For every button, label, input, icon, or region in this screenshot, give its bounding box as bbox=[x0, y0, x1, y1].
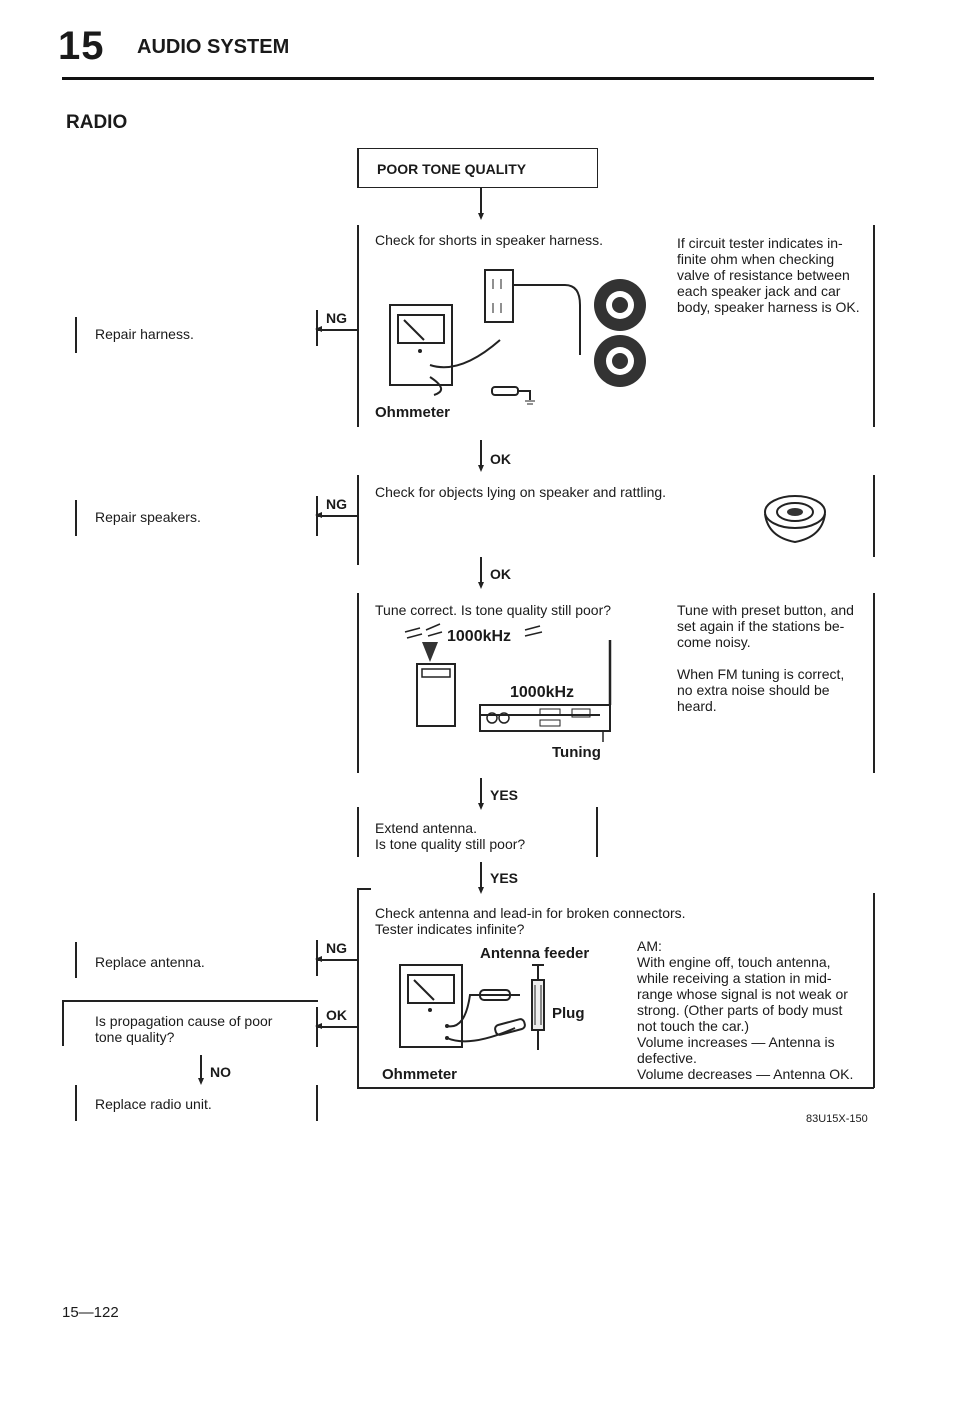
page-number: 15—122 bbox=[62, 1304, 119, 1321]
step3-bracket-left bbox=[357, 593, 359, 773]
start-box-label: POOR TONE QUALITY bbox=[377, 161, 527, 177]
ok1-label: OK bbox=[490, 451, 511, 467]
replace-antenna-bracket bbox=[75, 942, 77, 978]
ng1-connector bbox=[318, 329, 358, 331]
yes1-arrow bbox=[478, 803, 484, 810]
ok2-label: OK bbox=[490, 566, 511, 582]
ohmmeter-speaker-diagram bbox=[389, 269, 646, 405]
step5-ok-label: OK bbox=[326, 1007, 347, 1023]
ng3-bracket bbox=[316, 940, 318, 976]
step1-bracket-right bbox=[873, 225, 875, 427]
ng2-connector bbox=[318, 515, 358, 517]
propagation-box-top bbox=[62, 1000, 318, 1002]
step5-bracket-left bbox=[357, 888, 359, 1088]
step3-bracket-right bbox=[873, 593, 875, 773]
step5-ng-label: NG bbox=[326, 940, 347, 956]
repair-speakers-text: Repair speakers. bbox=[95, 509, 201, 525]
ok2-arrow bbox=[478, 582, 484, 589]
step1-ng-label: NG bbox=[326, 310, 347, 326]
no-arrow bbox=[198, 1078, 204, 1085]
replace-radio-bracket-left bbox=[75, 1085, 77, 1121]
ng2-bracket bbox=[316, 496, 318, 536]
step2-text: Check for objects lying on speaker and r… bbox=[375, 484, 667, 500]
yes1-label: YES bbox=[490, 787, 519, 803]
ok2-line bbox=[480, 557, 482, 583]
step4-bracket-right bbox=[596, 807, 598, 857]
flow-arrow bbox=[480, 188, 482, 214]
step5-tool-label: Ohmmeter bbox=[382, 1066, 458, 1083]
yes2-label: YES bbox=[490, 870, 519, 886]
step2-bracket-left bbox=[357, 475, 359, 565]
chapter-number: 15 bbox=[58, 24, 105, 68]
ng3-arrow bbox=[315, 956, 322, 962]
ok1-line bbox=[480, 440, 482, 466]
flow-arrow-head bbox=[478, 213, 484, 220]
radio-tuning-diagram bbox=[404, 623, 612, 742]
plug-label: Plug bbox=[552, 1005, 585, 1022]
freq-display-label: 1000kHz bbox=[510, 684, 575, 701]
ng1-arrow bbox=[315, 326, 322, 332]
step2-bracket-right bbox=[873, 475, 875, 557]
yes2-arrow bbox=[478, 887, 484, 894]
replace-antenna-text: Replace antenna. bbox=[95, 954, 205, 970]
section-title: RADIO bbox=[66, 112, 128, 133]
step5-text: Check antenna and lead-in for broken con… bbox=[375, 905, 686, 937]
antenna-feeder-label: Antenna feeder bbox=[480, 945, 590, 962]
chapter-title: AUDIO SYSTEM bbox=[137, 36, 290, 58]
step5-note: AM:With engine off, touch antenna,while … bbox=[637, 938, 854, 1082]
freq-signal-label: 1000kHz bbox=[447, 628, 512, 645]
replace-radio-bracket-right bbox=[316, 1085, 318, 1121]
repair-harness-text: Repair harness. bbox=[95, 326, 194, 342]
step2-ng-label: NG bbox=[326, 496, 347, 512]
ng3-connector bbox=[318, 959, 358, 961]
yes1-line bbox=[480, 778, 482, 804]
replace-radio-text: Replace radio unit. bbox=[95, 1096, 212, 1112]
step4-text: Extend antenna.Is tone quality still poo… bbox=[375, 820, 526, 852]
antenna-ohmmeter-diagram bbox=[399, 964, 545, 1050]
ok3-arrow bbox=[315, 1023, 322, 1029]
start-box: POOR TONE QUALITY bbox=[357, 148, 598, 188]
step4-bracket-left bbox=[357, 807, 359, 857]
repair-harness-bracket bbox=[75, 317, 77, 353]
step1-text: Check for shorts in speaker harness. bbox=[375, 232, 603, 248]
repair-speakers-bracket bbox=[75, 500, 77, 536]
tuning-label: Tuning bbox=[552, 744, 601, 761]
no-label: NO bbox=[210, 1064, 231, 1080]
header-rule bbox=[62, 77, 874, 80]
ok1-arrow bbox=[478, 465, 484, 472]
step1-bracket-left bbox=[357, 225, 359, 427]
ng2-arrow bbox=[315, 512, 322, 518]
speaker-icon bbox=[764, 495, 826, 544]
yes2-line bbox=[480, 862, 482, 888]
ok3-bracket bbox=[316, 1007, 318, 1047]
ng1-bracket bbox=[316, 310, 318, 346]
no-line bbox=[200, 1055, 202, 1079]
figure-code: 83U15X-150 bbox=[806, 1113, 868, 1125]
step1-note: If circuit tester indicates in-finite oh… bbox=[677, 235, 860, 315]
step5-bottom-rule bbox=[357, 1087, 874, 1089]
ok3-connector bbox=[318, 1026, 358, 1028]
step1-tool-label: Ohmmeter bbox=[375, 404, 451, 421]
propagation-bracket-left bbox=[62, 1000, 64, 1046]
step5-bracket-right bbox=[873, 893, 875, 1088]
step3-text: Tune correct. Is tone quality still poor… bbox=[375, 602, 612, 618]
step5-top-tick bbox=[357, 888, 371, 890]
